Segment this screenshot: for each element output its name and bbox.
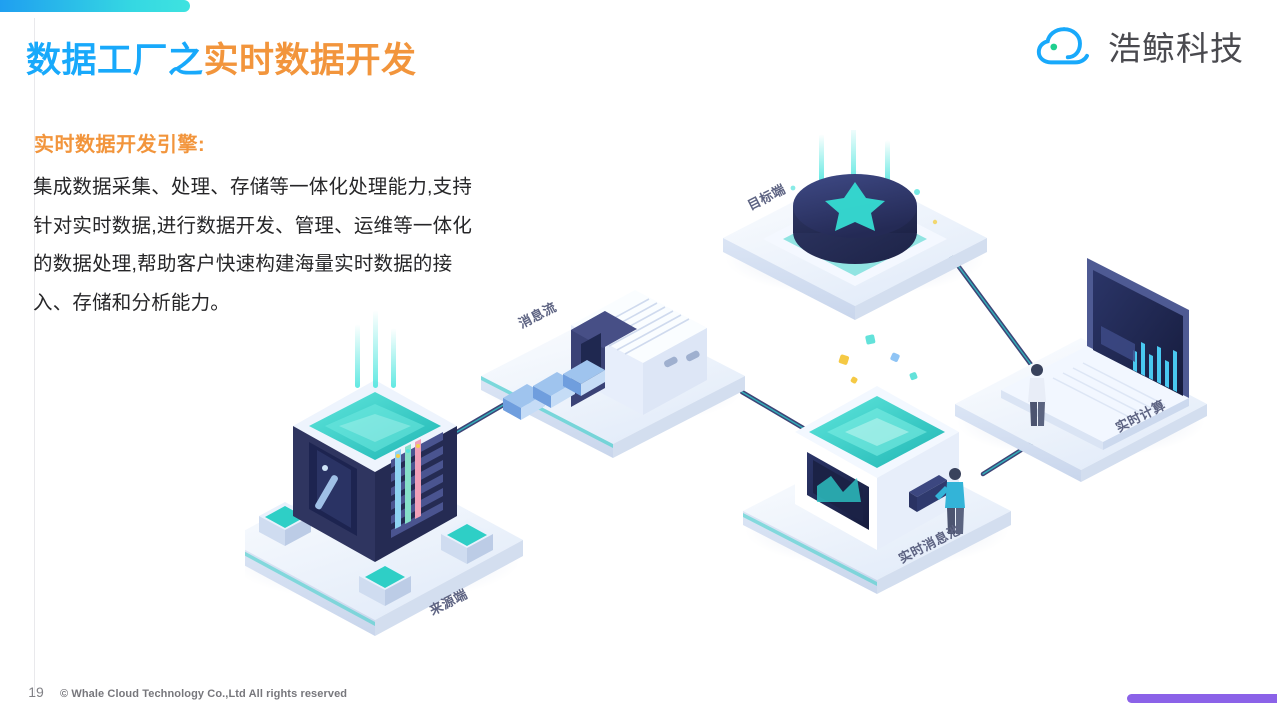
lead-heading: 实时数据开发引擎: — [34, 134, 206, 156]
brand-name: 浩鲸科技 — [1108, 30, 1244, 67]
node-realtime-compute — [955, 258, 1207, 482]
footer: 19 © Whale Cloud Technology Co.,Ltd All … — [0, 684, 347, 700]
node-target-end — [723, 130, 987, 320]
message-carts — [503, 360, 605, 420]
source-pylons — [259, 502, 493, 606]
body-copy: 集成数据采集、处理、存储等一体化处理能力,支持针对实时数据,进行数据开发、管理、… — [33, 176, 473, 314]
page-title: 数据工厂之实时数据开发 — [26, 32, 417, 83]
brand-logo: 浩鲸科技 — [1036, 22, 1244, 70]
node-message-stream — [481, 290, 745, 458]
bottom-right-accent-bar — [1127, 694, 1277, 703]
pool-person-figure — [935, 468, 965, 534]
architecture-illustration — [245, 130, 1210, 660]
node-message-pool — [743, 334, 1011, 594]
whale-cloud-icon — [1036, 24, 1094, 68]
node-source-end — [245, 310, 523, 636]
compute-person-figure — [1028, 364, 1046, 426]
footer-page-number: 19 — [28, 684, 44, 700]
page-title-primary: 数据工厂之 — [26, 41, 204, 80]
left-vertical-rule — [34, 18, 35, 696]
top-accent-bar — [0, 0, 190, 12]
footer-copyright: © Whale Cloud Technology Co.,Ltd All rig… — [60, 688, 348, 700]
page-title-accent: 实时数据开发 — [203, 41, 417, 80]
